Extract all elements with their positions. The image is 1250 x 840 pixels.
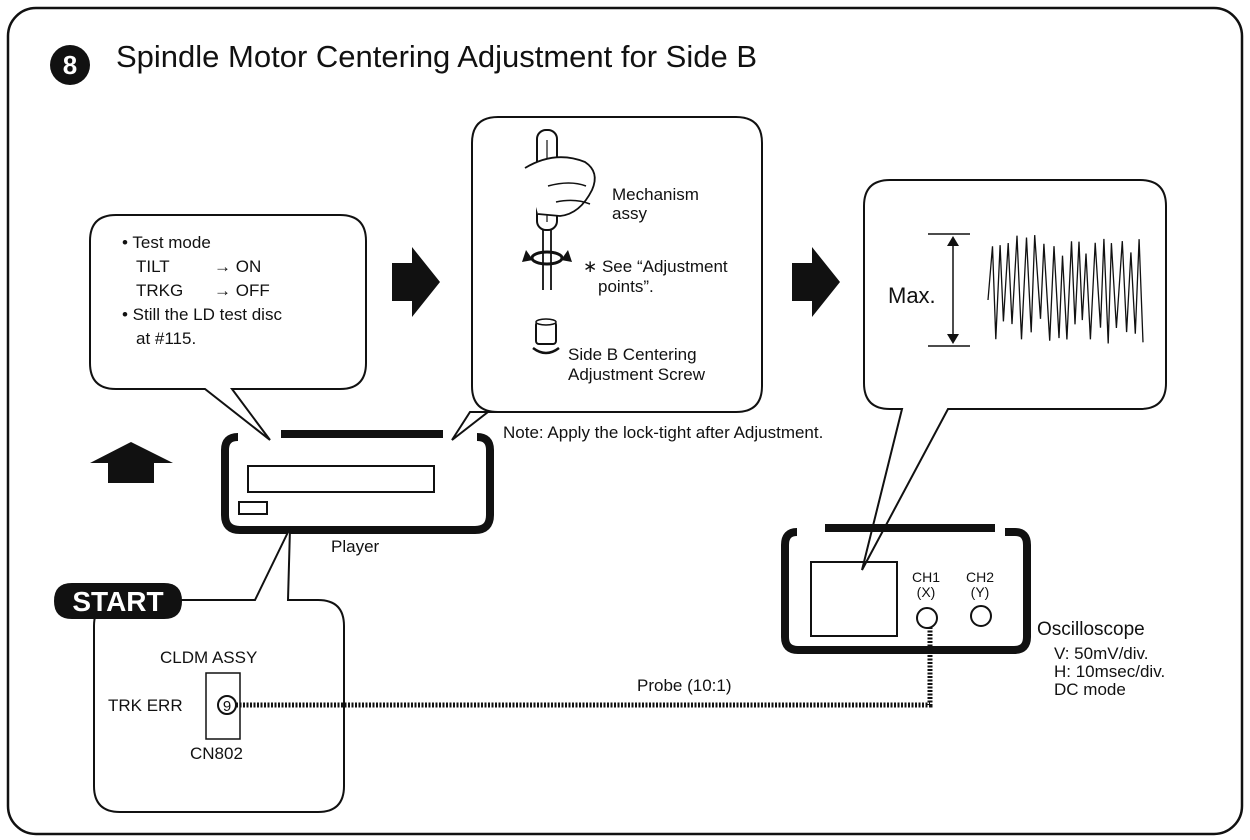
player-device bbox=[221, 430, 494, 534]
probe-label: Probe (10:1) bbox=[637, 676, 732, 695]
test-mode-line: • Test mode bbox=[122, 233, 211, 252]
ch1-label: (X) bbox=[917, 584, 936, 600]
test-point-number: 9 bbox=[223, 698, 231, 715]
mechanism-label: Mechanism bbox=[612, 185, 699, 204]
oscilloscope-setting: DC mode bbox=[1054, 680, 1126, 699]
step-number: 8 bbox=[63, 50, 77, 80]
oscilloscope-setting: H: 10msec/div. bbox=[1054, 662, 1165, 681]
mechanism-label: assy bbox=[612, 204, 647, 223]
step-number-badge bbox=[50, 45, 90, 85]
test-mode-bubble: • Test mode TILT → ON TRKG → OFF • Still… bbox=[89, 214, 367, 441]
test-mode-line: at #115. bbox=[136, 329, 196, 348]
mechanism-bubble-shape bbox=[451, 116, 763, 441]
adjustment-points-note: points”. bbox=[598, 277, 654, 296]
lock-tight-note: Note: Apply the lock-tight after Adjustm… bbox=[503, 423, 823, 442]
connector-bubble-shape bbox=[93, 527, 345, 813]
start-badge bbox=[54, 583, 182, 619]
test-mode-line: TRKG bbox=[136, 281, 183, 300]
connector-label: CN802 bbox=[190, 744, 243, 763]
test-mode-line: → OFF bbox=[214, 281, 270, 300]
adjustment-points-note: ∗ See “Adjustment bbox=[583, 257, 728, 276]
ch2-label: CH2 bbox=[966, 569, 994, 585]
start-label: START bbox=[72, 586, 163, 617]
oscilloscope-screen bbox=[810, 561, 898, 637]
oscilloscope-setting: V: 50mV/div. bbox=[1054, 644, 1148, 663]
test-mode-line: TILT bbox=[136, 257, 170, 276]
ch2-label: (Y) bbox=[971, 584, 990, 600]
connector-bubble: START CLDM ASSY 9 TRK ERR CN802 bbox=[54, 527, 345, 813]
screw-label: Side B Centering bbox=[568, 345, 697, 364]
ch2-input-jack bbox=[970, 605, 992, 627]
up-arrow-icon bbox=[90, 442, 173, 483]
title-group: 8 Spindle Motor Centering Adjustment for… bbox=[50, 39, 757, 85]
right-arrow-icon bbox=[792, 247, 840, 317]
player-label: Player bbox=[331, 537, 380, 556]
test-mode-line: • Still the LD test disc bbox=[122, 305, 282, 324]
ch1-label: CH1 bbox=[912, 569, 940, 585]
mechanism-bubble: Mechanism assy ∗ See “Adjustment points”… bbox=[451, 116, 763, 441]
waveform-bubble: Max. bbox=[861, 179, 1167, 571]
test-mode-line: → ON bbox=[214, 257, 261, 276]
oscilloscope-device: CH1 (X) CH2 (Y) bbox=[781, 524, 1031, 654]
waveform-trace bbox=[987, 235, 1144, 344]
rotation-arrow-icon bbox=[522, 250, 572, 266]
page-title: Spindle Motor Centering Adjustment for S… bbox=[116, 39, 757, 74]
screw-label: Adjustment Screw bbox=[568, 365, 706, 384]
ch1-input-jack bbox=[916, 607, 938, 629]
connector-assy-label: CLDM ASSY bbox=[160, 648, 257, 667]
adjustment-screw-icon bbox=[532, 318, 560, 355]
screwdriver-icon bbox=[524, 129, 596, 290]
test-mode-bubble-shape bbox=[89, 214, 367, 441]
waveform-bubble-shape bbox=[861, 179, 1167, 571]
signal-label: TRK ERR bbox=[108, 696, 183, 715]
oscilloscope-label: Oscilloscope bbox=[1037, 619, 1145, 640]
waveform-max-label: Max. bbox=[888, 283, 936, 308]
right-arrow-icon bbox=[392, 247, 440, 317]
outer-frame bbox=[6, 6, 1244, 836]
